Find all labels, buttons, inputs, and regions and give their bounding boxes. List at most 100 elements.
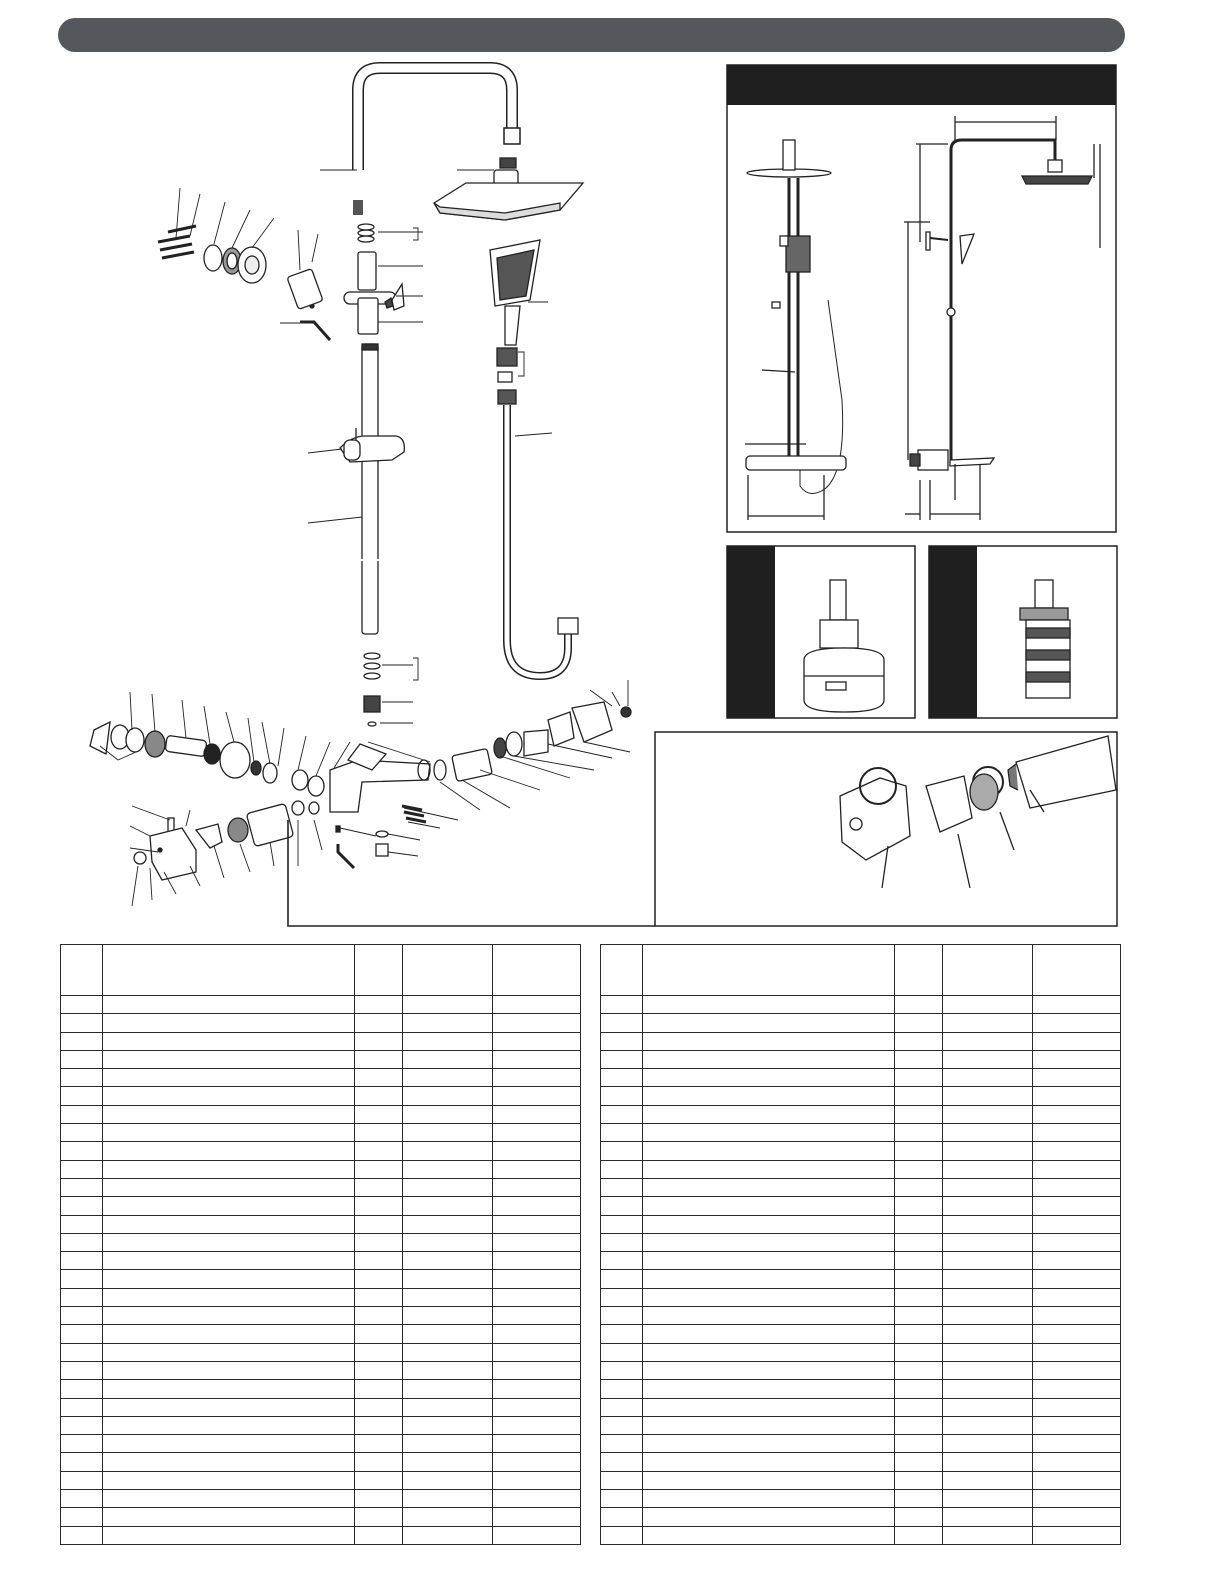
table-row bbox=[600, 1123, 1121, 1143]
table-cell bbox=[942, 1434, 1033, 1454]
table-cell bbox=[60, 1287, 103, 1308]
table-cell bbox=[942, 1251, 1033, 1271]
table-cell bbox=[102, 1104, 355, 1125]
table-cell bbox=[642, 1489, 895, 1509]
table-cell bbox=[60, 1159, 103, 1179]
table-cell bbox=[354, 1269, 403, 1289]
table-cell bbox=[60, 1507, 103, 1527]
table-cell bbox=[642, 1360, 895, 1381]
table-cell bbox=[1032, 1287, 1121, 1308]
table-row bbox=[60, 1525, 581, 1545]
table-cell bbox=[492, 1360, 581, 1381]
table-cell bbox=[942, 1342, 1033, 1362]
table-cell bbox=[642, 1214, 895, 1234]
table-cell bbox=[642, 1397, 895, 1417]
table-cell bbox=[942, 1196, 1033, 1216]
table-cell bbox=[60, 1214, 103, 1234]
table-cell bbox=[642, 1049, 895, 1070]
table-cell bbox=[894, 994, 943, 1015]
table-cell bbox=[492, 1434, 581, 1454]
table-cell bbox=[102, 1068, 355, 1088]
table-row bbox=[600, 1470, 1121, 1491]
table-cell bbox=[600, 1159, 643, 1179]
parts-table-right bbox=[600, 944, 1121, 1545]
table-cell bbox=[354, 1360, 403, 1381]
table-cell bbox=[642, 1159, 895, 1179]
table-row bbox=[600, 1013, 1121, 1033]
table-cell bbox=[102, 1232, 355, 1253]
table-row bbox=[600, 1049, 1121, 1070]
table-cell bbox=[492, 1452, 581, 1472]
col-description bbox=[642, 944, 895, 996]
table-row bbox=[60, 1489, 581, 1509]
table-cell bbox=[354, 1049, 403, 1070]
table-row bbox=[60, 1013, 581, 1033]
table-row bbox=[600, 1434, 1121, 1454]
hand-shower bbox=[489, 239, 541, 405]
table-cell bbox=[894, 1214, 943, 1234]
table-cell bbox=[102, 1269, 355, 1289]
table-cell bbox=[60, 1306, 103, 1326]
table-cell bbox=[942, 1214, 1033, 1234]
table-cell bbox=[492, 1159, 581, 1179]
col-qty bbox=[354, 944, 403, 996]
table-cell bbox=[600, 1013, 643, 1033]
table-cell bbox=[354, 1196, 403, 1216]
table-cell bbox=[894, 1379, 943, 1399]
table-cell bbox=[600, 1232, 643, 1253]
table-cell bbox=[354, 1287, 403, 1308]
col-description bbox=[102, 944, 355, 996]
table-cell bbox=[600, 1177, 643, 1198]
table-cell bbox=[102, 1177, 355, 1198]
table-row bbox=[60, 1470, 581, 1491]
shower-hose bbox=[503, 405, 579, 681]
table-row bbox=[60, 1049, 581, 1070]
table-cell bbox=[492, 1086, 581, 1106]
table-cell bbox=[894, 1452, 943, 1472]
table-cell bbox=[492, 1470, 581, 1491]
table-cell bbox=[354, 1397, 403, 1417]
table-cell bbox=[1032, 1068, 1121, 1088]
table-cell bbox=[402, 1507, 493, 1527]
table-cell bbox=[894, 1031, 943, 1051]
table-row bbox=[600, 1324, 1121, 1344]
table-cell bbox=[600, 1251, 643, 1271]
dimension-panel bbox=[726, 64, 1117, 533]
table-cell bbox=[354, 1489, 403, 1509]
leader-lines bbox=[99, 169, 655, 927]
thermostatic-cartridge-panel bbox=[928, 545, 1118, 719]
table-cell bbox=[102, 1324, 355, 1344]
table-cell bbox=[402, 1525, 493, 1545]
table-cell bbox=[354, 1013, 403, 1033]
ceramic-cartridge-panel bbox=[726, 545, 916, 719]
table-cell bbox=[492, 1379, 581, 1399]
table-cell bbox=[600, 1470, 643, 1491]
table-cell bbox=[102, 1525, 355, 1545]
table-cell bbox=[942, 1013, 1033, 1033]
table-cell bbox=[402, 1141, 493, 1161]
table-cell bbox=[402, 1397, 493, 1417]
table-cell bbox=[102, 1159, 355, 1179]
table-cell bbox=[60, 1123, 103, 1143]
table-row bbox=[60, 1269, 581, 1289]
table-cell bbox=[492, 1214, 581, 1234]
table-cell bbox=[894, 1251, 943, 1271]
table-cell bbox=[60, 1104, 103, 1125]
table-row bbox=[60, 1360, 581, 1381]
table-cell bbox=[102, 1507, 355, 1527]
wall-brackets bbox=[157, 224, 267, 284]
table-row bbox=[600, 1177, 1121, 1198]
table-cell bbox=[402, 1214, 493, 1234]
table-cell bbox=[942, 1397, 1033, 1417]
table-cell bbox=[600, 1287, 643, 1308]
table-cell bbox=[102, 1397, 355, 1417]
table-cell bbox=[894, 1434, 943, 1454]
col-no bbox=[60, 944, 103, 996]
table-cell bbox=[402, 1434, 493, 1454]
exploded-parts-diagram bbox=[89, 62, 1118, 927]
table-cell bbox=[642, 1379, 895, 1399]
table-row bbox=[60, 1214, 581, 1234]
table-cell bbox=[894, 1068, 943, 1088]
table-cell bbox=[492, 1397, 581, 1417]
table-cell bbox=[60, 1232, 103, 1253]
